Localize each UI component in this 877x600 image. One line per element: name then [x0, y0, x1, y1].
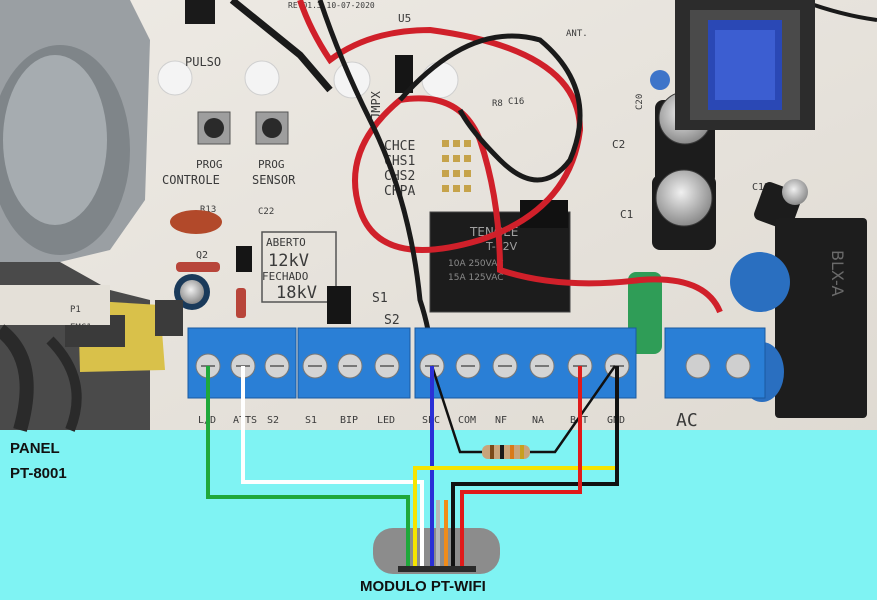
module-label: MODULO PT-WIFI: [360, 578, 486, 595]
svg-text:PULSO: PULSO: [185, 55, 221, 69]
jumper-black-1: [236, 246, 252, 272]
header-pin: [464, 140, 471, 147]
ant-label: ANT.: [566, 29, 588, 39]
jmpx-label: JMPX: [369, 90, 383, 120]
green-wire: [206, 366, 410, 566]
terminal-label: BIP: [340, 415, 358, 426]
black-wire: [451, 366, 619, 566]
svg-text:10A 250VAC: 10A 250VAC: [448, 259, 504, 269]
header-pin: [464, 155, 471, 162]
aberto-label: ABERTO: [266, 236, 306, 249]
ac-terminal: [664, 327, 766, 399]
transformer-blue: [675, 0, 815, 130]
svg-text:P1: P1: [70, 305, 81, 315]
q2-label: Q2: [196, 250, 208, 261]
diode-2: [236, 288, 246, 318]
header-pin: [453, 140, 460, 147]
prog-controle-label-1: PROG: [196, 158, 223, 171]
terminal-label: LED: [377, 415, 395, 426]
header-pin: [453, 170, 460, 177]
header-pin: [442, 185, 449, 192]
capacitor-c1: [652, 169, 716, 250]
ch-label-2: CHS2: [384, 169, 415, 184]
terminal-label: NA: [532, 415, 544, 426]
blx-module: BLX-A: [775, 218, 867, 418]
black-loop-wire: [317, 0, 583, 361]
header-pin: [464, 185, 471, 192]
s2-label: S2: [384, 313, 400, 328]
panel-title-line2: PT-8001: [10, 465, 67, 482]
v12-label: 12kV: [268, 251, 309, 271]
ch-label-0: CHCE: [384, 139, 415, 154]
header-pin: [442, 170, 449, 177]
header-pin: [464, 170, 471, 177]
white-wire: [241, 366, 424, 566]
terminal-blocks: [187, 327, 637, 399]
r8-label: R8: [492, 99, 503, 109]
svg-text:EMC1: EMC1: [70, 323, 92, 333]
blue-disc-1: [730, 252, 790, 312]
ac-label: AC: [676, 410, 698, 431]
c20-label: C20: [635, 94, 645, 110]
connection-wires: [206, 366, 619, 566]
prog-controle-button: [197, 111, 231, 145]
svg-text:15A 125VAC: 15A 125VAC: [448, 273, 504, 283]
prog-sensor-label-1: PROG: [258, 158, 285, 171]
prog-sensor-button: [255, 111, 289, 145]
red-wire: [460, 366, 582, 566]
s1-label: S1: [372, 291, 388, 306]
terminal-label: COM: [458, 415, 476, 426]
capacitor-brown: [170, 210, 222, 234]
header-pin: [453, 155, 460, 162]
u5-label: U5: [398, 12, 411, 25]
diode-1: [176, 262, 220, 272]
v18-label: 18kV: [276, 283, 317, 303]
c12-label: C12: [752, 182, 770, 193]
r13-label: R13: [200, 205, 216, 215]
terminal-label: S2: [267, 415, 279, 426]
external-resistor: [430, 365, 617, 459]
c1-label: C1: [620, 208, 633, 221]
terminal-block-2: [414, 327, 637, 399]
prog-controle-label-2: CONTROLE: [162, 173, 220, 187]
capacitor-c12: [754, 179, 808, 230]
terminal-label: S1: [305, 415, 317, 426]
svg-text:BLX-A: BLX-A: [828, 250, 847, 296]
panel-title-line1: PANEL: [10, 440, 60, 457]
header-pin: [442, 140, 449, 147]
jumper-black-2: [327, 286, 351, 324]
c22-label: C22: [258, 207, 274, 217]
jumper-black-3: [395, 55, 413, 93]
c16-label: C16: [508, 97, 524, 107]
c2-label: C2: [612, 138, 625, 151]
terminal-label: NF: [495, 415, 507, 426]
board-revision: REV01.3 10-07-2020: [288, 1, 375, 10]
header-pin: [453, 185, 460, 192]
fechado-label: FECHADO: [262, 270, 308, 283]
terminal-label: ATTS: [233, 415, 257, 426]
header-pin: [442, 155, 449, 162]
yellow-wire: [413, 466, 617, 566]
prog-sensor-label-2: SENSOR: [252, 173, 296, 187]
red-loop-wire: [297, 0, 723, 314]
